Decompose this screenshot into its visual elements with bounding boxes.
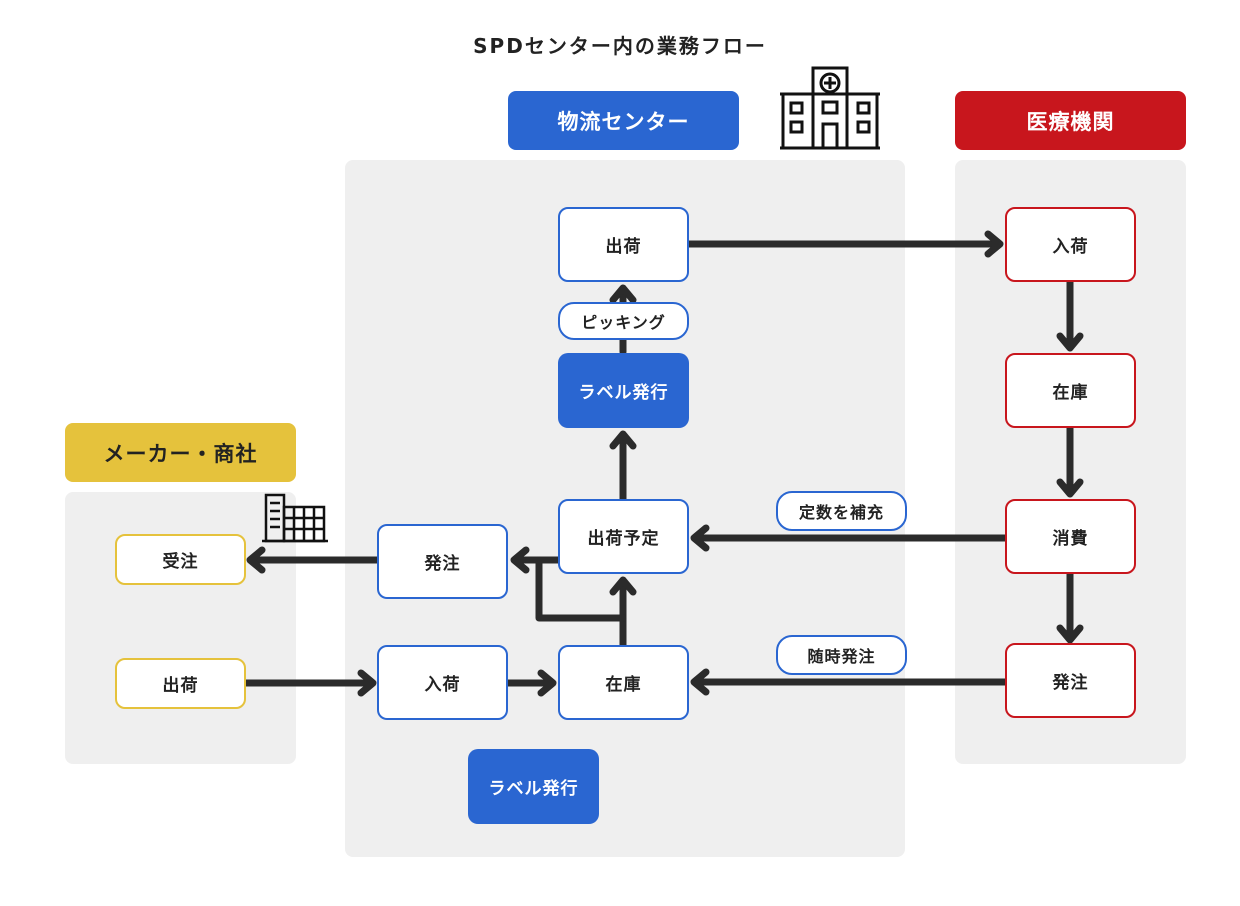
node-logistics-stock: 在庫 — [558, 645, 689, 720]
node-logistics-order: 発注 — [377, 524, 508, 599]
node-medical-receiving: 入荷 — [1005, 207, 1136, 282]
node-logistics-label-top: ラベル発行 — [558, 353, 689, 428]
node-logistics-receiving: 入荷 — [377, 645, 508, 720]
node-medical-stock: 在庫 — [1005, 353, 1136, 428]
node-medical-consumption: 消費 — [1005, 499, 1136, 574]
node-maker-order-received: 受注 — [115, 534, 246, 585]
node-medical-order: 発注 — [1005, 643, 1136, 718]
office-building-icon — [262, 493, 328, 543]
node-logistics-picking: ピッキング — [558, 302, 689, 340]
node-logistics-shipping: 出荷 — [558, 207, 689, 282]
edge-label-replenish: 定数を補充 — [776, 491, 907, 531]
node-logistics-label-bottom: ラベル発行 — [468, 749, 599, 824]
medical-header: 医療機関 — [955, 91, 1186, 150]
diagram-title: SPDセンター内の業務フロー — [473, 34, 767, 58]
edge-label-ad-hoc-order: 随時発注 — [776, 635, 907, 675]
node-logistics-shipplan: 出荷予定 — [558, 499, 689, 574]
maker-header: メーカー・商社 — [65, 423, 296, 482]
logistics-header: 物流センター — [508, 91, 739, 150]
hospital-icon — [780, 66, 880, 150]
node-maker-shipping: 出荷 — [115, 658, 246, 709]
connector-stock-to-order-line — [535, 556, 627, 622]
